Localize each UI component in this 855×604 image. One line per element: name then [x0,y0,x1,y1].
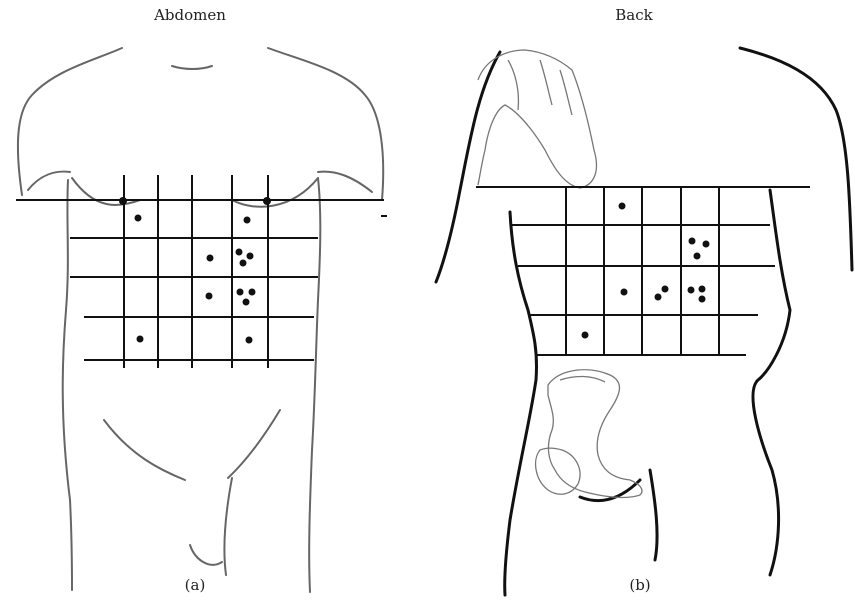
abdomen-lower-curve [190,545,222,565]
abdomen-right-shoulder-outline [268,48,383,200]
back-right-torso [753,190,790,575]
back-left-outline [436,52,500,282]
abdomen-right-side-outline [309,178,320,592]
abdomen-left-side-outline [63,180,72,590]
panel-b-caption: (b) [610,576,670,594]
back-grid [476,187,810,355]
abdomen-left-groin [104,420,185,480]
abdomen-left-armpit [28,172,70,190]
abdomen-thigh-line [224,478,232,575]
back-figure [436,48,852,595]
abdomen-grid [16,175,387,368]
abdomen-neck-notch [172,66,212,69]
abdomen-right-groin [228,410,280,478]
back-pelvis-sketch [536,370,642,498]
panel-a-caption: (a) [165,576,225,594]
abdomen-figure [18,48,383,592]
back-buttock-crease [650,470,657,560]
back-scapula-sketch [478,50,596,188]
abdomen-right-armpit [318,172,372,192]
back-left-torso [505,212,537,595]
back-right-outline [740,48,852,270]
back-points [582,203,710,339]
abdomen-right-pec [232,178,318,207]
abdomen-points [135,215,256,344]
